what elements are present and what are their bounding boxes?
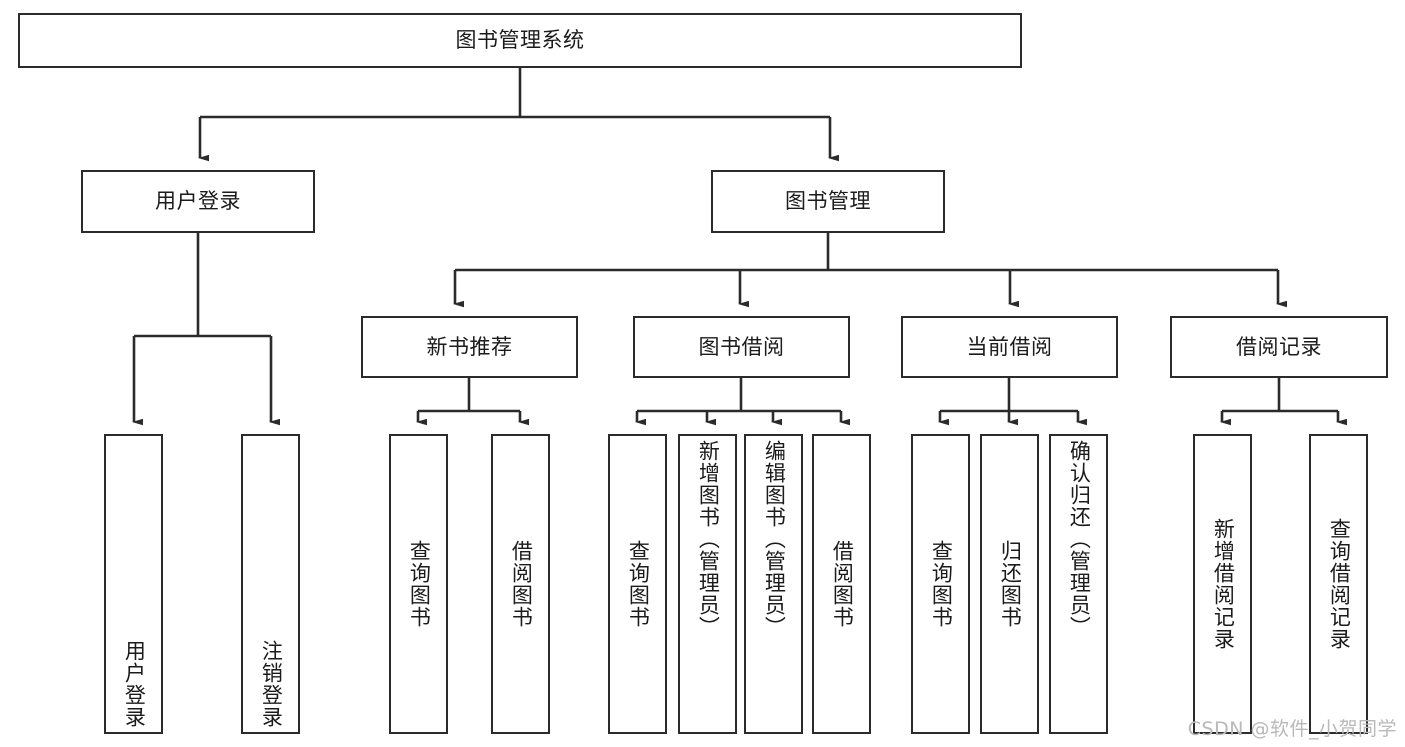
node-label: 查询图书 <box>929 540 954 628</box>
leaf-return-book[interactable]: 归还图书 <box>980 434 1039 734</box>
node-label: 图书管理 <box>785 189 871 214</box>
leaf-confirm-return-admin[interactable]: 确认归还（管理员） <box>1049 434 1108 734</box>
node-new-book-recommendation[interactable]: 新书推荐 <box>361 316 578 378</box>
node-label: 新增图书（管理员） <box>696 440 721 638</box>
leaf-edit-book-admin[interactable]: 编辑图书（管理员） <box>744 434 803 734</box>
node-label: 查询借阅记录 <box>1327 518 1352 650</box>
leaf-borrow-book[interactable]: 借阅图书 <box>812 434 871 734</box>
node-label: 借阅记录 <box>1236 334 1322 359</box>
node-label: 图书管理系统 <box>455 28 585 53</box>
node-label: 查询图书 <box>626 540 651 628</box>
node-book-management[interactable]: 图书管理 <box>711 170 945 233</box>
node-label: 注销登录 <box>259 640 284 728</box>
leaf-query-books-current[interactable]: 查询图书 <box>911 434 970 734</box>
node-label: 借阅图书 <box>509 540 534 628</box>
node-label: 新增借阅记录 <box>1211 518 1236 650</box>
node-borrowing-records[interactable]: 借阅记录 <box>1170 316 1388 378</box>
node-user-login[interactable]: 用户登录 <box>81 170 315 233</box>
leaf-logout[interactable]: 注销登录 <box>241 434 300 734</box>
node-label: 当前借阅 <box>966 334 1053 359</box>
node-label: 查询图书 <box>407 540 432 628</box>
node-label: 用户登录 <box>155 189 241 214</box>
node-label: 用户登录 <box>122 640 147 728</box>
leaf-add-book-admin[interactable]: 新增图书（管理员） <box>678 434 737 734</box>
node-label: 借阅图书 <box>830 540 855 628</box>
leaf-user-login[interactable]: 用户登录 <box>104 434 163 734</box>
node-label: 图书借阅 <box>698 334 785 359</box>
node-current-borrowing[interactable]: 当前借阅 <box>901 316 1118 378</box>
node-root-book-management-system[interactable]: 图书管理系统 <box>18 13 1022 68</box>
leaf-borrow-books-recommend[interactable]: 借阅图书 <box>491 434 550 734</box>
leaf-query-books-recommend[interactable]: 查询图书 <box>389 434 448 734</box>
leaf-add-borrow-record[interactable]: 新增借阅记录 <box>1193 434 1252 734</box>
node-label: 新书推荐 <box>426 334 513 359</box>
node-label: 编辑图书（管理员） <box>762 440 787 638</box>
node-label: 归还图书 <box>998 540 1023 628</box>
node-label: 确认归还（管理员） <box>1067 440 1092 638</box>
leaf-query-books-borrow[interactable]: 查询图书 <box>608 434 667 734</box>
watermark: CSDN @软件_小贺同学 <box>1187 718 1397 740</box>
node-book-borrowing[interactable]: 图书借阅 <box>633 316 850 378</box>
leaf-query-borrow-record[interactable]: 查询借阅记录 <box>1309 434 1368 734</box>
